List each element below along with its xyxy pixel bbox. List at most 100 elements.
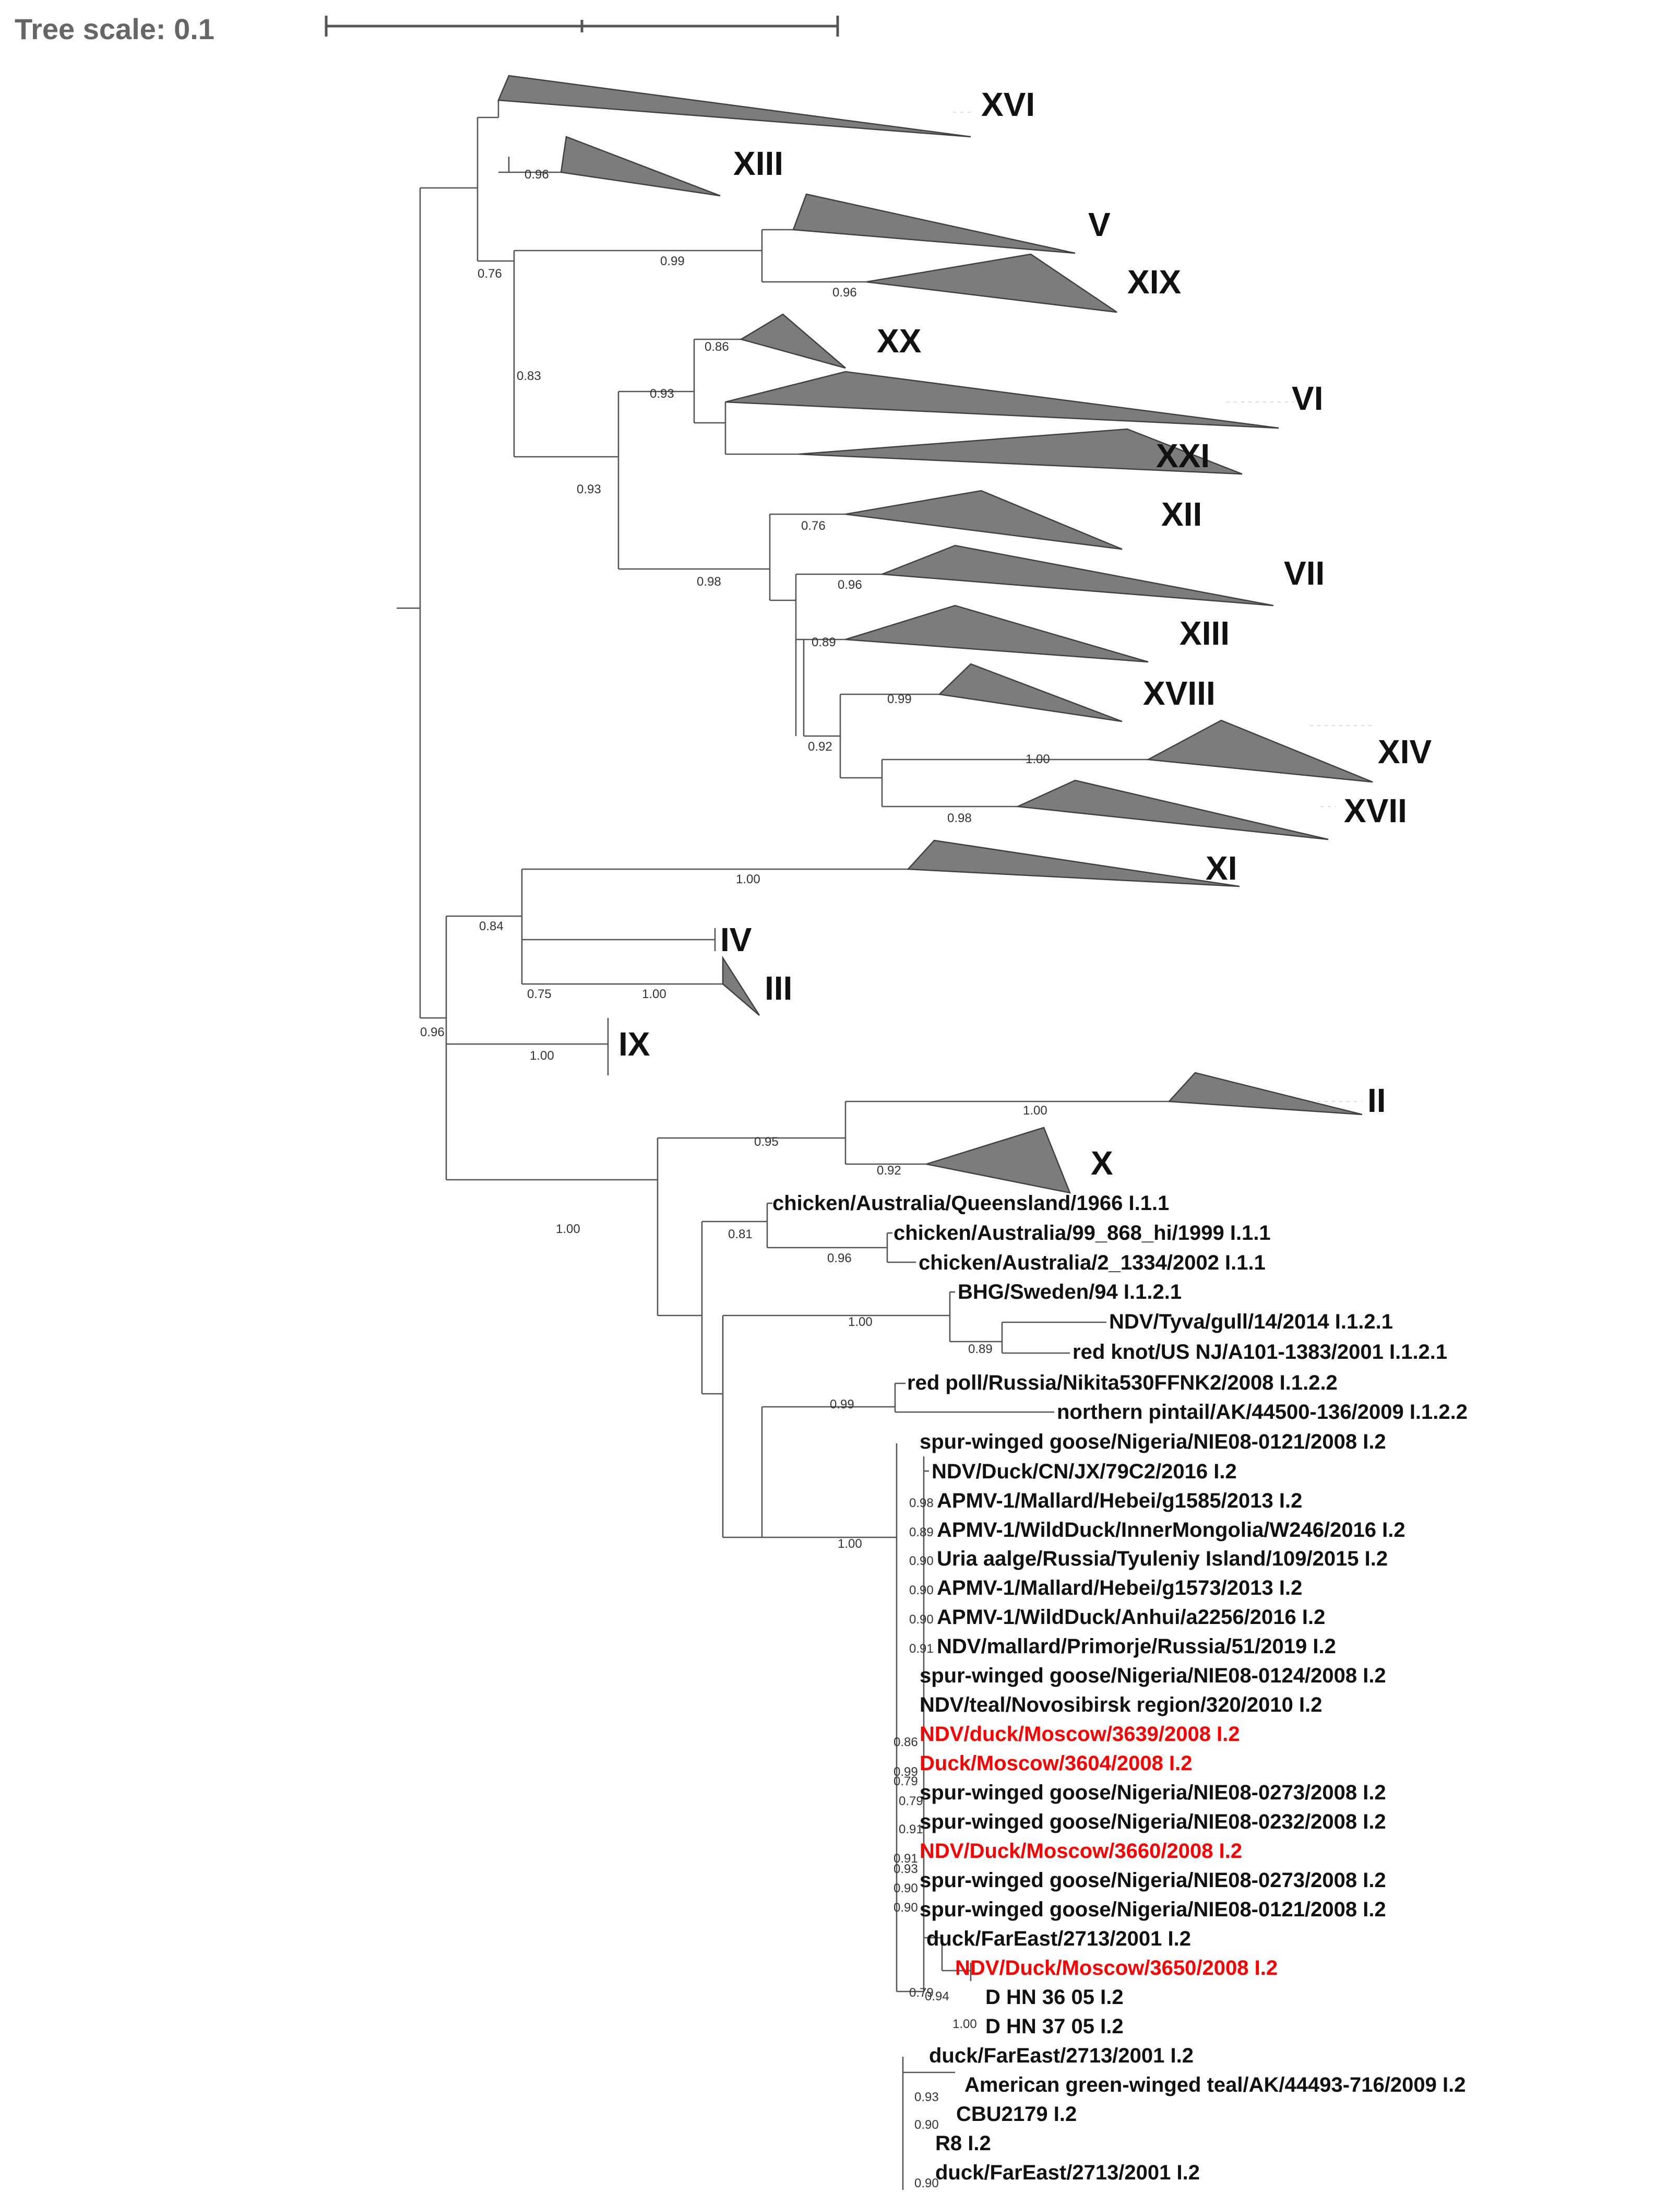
support-value: 0.86 [893, 1735, 918, 1749]
clade-triangle-X [926, 1127, 1071, 1194]
support-value: 0.93 [577, 482, 601, 496]
support-value: 0.93 [650, 387, 674, 401]
leaf-label: APMV-1/WildDuck/Anhui/a2256/2016 I.2 [937, 1606, 1325, 1629]
support-value: 0.90 [893, 1901, 918, 1915]
support-value: 0.90 [914, 2118, 939, 2132]
support-value: 0.89 [812, 635, 836, 649]
support-value: 1.00 [838, 1537, 862, 1551]
support-value: 0.90 [909, 1583, 934, 1597]
clade-label-XII: XII [1161, 495, 1202, 533]
clade-label-XIII-upper: XIII [733, 145, 783, 182]
support-value: 0.98 [947, 811, 972, 825]
clade-label-VII: VII [1284, 554, 1325, 592]
clade-label-V: V [1088, 206, 1111, 243]
leaf-label: duck/FarEast/2713/2001 I.2 [929, 2044, 1194, 2067]
support-value: 1.00 [530, 1049, 554, 1063]
support-value: 0.99 [893, 1765, 918, 1779]
support-value: 1.00 [556, 1222, 580, 1236]
clade-label-XIII-lower: XIII [1179, 614, 1230, 652]
support-value: 0.89 [968, 1342, 993, 1356]
clade-label-XVI: XVI [981, 86, 1035, 123]
support-value: 0.96 [420, 1025, 445, 1039]
leaf-labels: chicken/Australia/Queensland/1966 I.1.1 … [772, 1192, 1468, 2184]
leaf-label: D HN 37 05 I.2 [985, 2015, 1124, 2038]
clade-triangle-XX [739, 313, 846, 369]
leaf-label: spur-winged goose/Nigeria/NIE08-0232/200… [920, 1810, 1386, 1833]
clade-triangle-XVI [497, 75, 971, 138]
clade-triangle-XII [845, 490, 1123, 550]
clade-triangle-XVIII [938, 663, 1123, 722]
leaf-label: APMV-1/Mallard/Hebei/g1573/2013 I.2 [937, 1576, 1302, 1599]
clade-label-XXI: XXI [1156, 437, 1210, 475]
tree-scale-label: Tree scale: 0.1 [15, 13, 215, 45]
support-value: 0.90 [909, 1613, 934, 1627]
tree-branches [397, 100, 1169, 2190]
leaf-label: BHG/Sweden/94 I.1.2.1 [958, 1281, 1182, 1303]
clade-triangle-XVII [1015, 779, 1329, 840]
leaf-label: CBU2179 I.2 [956, 2103, 1077, 2126]
support-value: 0.79 [899, 1794, 923, 1808]
support-value: 0.90 [914, 2176, 939, 2190]
leaf-label: spur-winged goose/Nigeria/NIE08-0121/200… [920, 1430, 1386, 1453]
tree-scale-bar [325, 16, 839, 37]
clade-label-XIV: XIV [1378, 733, 1432, 770]
support-value: 1.00 [1026, 752, 1050, 766]
clade-triangle-XIV [1146, 719, 1373, 783]
leaf-label: red knot/US NJ/A101-1383/2001 I.1.2.1 [1073, 1341, 1447, 1364]
leaf-label: chicken/Australia/2_1334/2002 I.1.1 [919, 1251, 1266, 1274]
support-value: 0.93 [914, 2090, 939, 2104]
support-value: 0.84 [479, 919, 504, 933]
leaf-label: chicken/Australia/Queensland/1966 I.1.1 [772, 1192, 1169, 1215]
clade-labels: XVI XIII V XIX XX VI XXI XII VII XIII XV… [618, 86, 1432, 1182]
support-value: 0.86 [705, 340, 729, 354]
leaf-label: APMV-1/Mallard/Hebei/g1585/2013 I.2 [937, 1489, 1302, 1512]
support-value: 0.99 [887, 692, 912, 706]
clade-label-IV: IV [720, 921, 752, 958]
leaf-label: NDV/Tyva/gull/14/2014 I.1.2.1 [1109, 1310, 1393, 1333]
leaf-label-highlighted: NDV/Duck/Moscow/3660/2008 I.2 [920, 1840, 1242, 1863]
support-value: 0.76 [801, 519, 826, 533]
support-value: 0.93 [893, 1862, 918, 1876]
support-value: 0.96 [838, 578, 862, 592]
support-value: 0.91 [909, 1642, 934, 1656]
clade-triangle-VI [725, 371, 1279, 429]
support-value: 0.94 [925, 1989, 949, 2004]
clade-label-III: III [765, 969, 792, 1007]
leaf-label: NDV/teal/Novosibirsk region/320/2010 I.2 [920, 1693, 1322, 1716]
leaf-label: red poll/Russia/Nikita530FFNK2/2008 I.1.… [907, 1371, 1338, 1394]
support-values: 0.96 0.76 0.99 0.96 0.83 0.86 0.93 0.93 … [420, 168, 1050, 2190]
support-value: 1.00 [1023, 1104, 1047, 1118]
clade-triangle-II [1167, 1072, 1363, 1116]
support-value: 0.81 [728, 1227, 753, 1241]
support-value: 1.00 [642, 987, 666, 1001]
clade-label-X: X [1091, 1144, 1113, 1182]
support-value: 0.99 [660, 254, 685, 268]
support-value: 0.89 [909, 1525, 934, 1539]
support-value: 1.00 [848, 1315, 873, 1329]
leaf-label: Uria aalge/Russia/Tyuleniy Island/109/20… [937, 1547, 1388, 1570]
leaf-label: NDV/Duck/CN/JX/79C2/2016 I.2 [932, 1460, 1237, 1483]
clade-triangle-XIII-lower [845, 604, 1149, 663]
clade-triangle-XIII-upper [560, 136, 721, 197]
support-value: 0.98 [909, 1496, 934, 1510]
leaf-label: duck/FarEast/2713/2001 I.2 [935, 2161, 1200, 2184]
leaf-label: APMV-1/WildDuck/InnerMongolia/W246/2016 … [937, 1519, 1405, 1542]
clade-label-XI: XI [1206, 849, 1237, 887]
clade-label-XVIII: XVIII [1143, 674, 1216, 712]
support-value: 0.90 [893, 1881, 918, 1895]
support-value: 0.92 [808, 740, 832, 754]
clade-triangle-III [722, 955, 760, 1016]
leaf-label: spur-winged goose/Nigeria/NIE08-0121/200… [920, 1898, 1386, 1921]
support-value: 0.91 [899, 1822, 923, 1836]
support-value: 1.00 [952, 2017, 977, 2031]
leaf-label: spur-winged goose/Nigeria/NIE08-0273/200… [920, 1781, 1386, 1804]
leaf-label: NDV/mallard/Primorje/Russia/51/2019 I.2 [937, 1635, 1336, 1658]
support-value: 0.98 [697, 575, 721, 589]
leaf-label: spur-winged goose/Nigeria/NIE08-0124/200… [920, 1664, 1386, 1687]
leaf-label: chicken/Australia/99_868_hi/1999 I.1.1 [893, 1222, 1271, 1244]
support-value: 0.90 [909, 1554, 934, 1568]
clade-triangle-XIX [866, 253, 1117, 313]
support-value: 0.79 [893, 1774, 918, 1788]
support-value: 0.83 [517, 369, 541, 383]
